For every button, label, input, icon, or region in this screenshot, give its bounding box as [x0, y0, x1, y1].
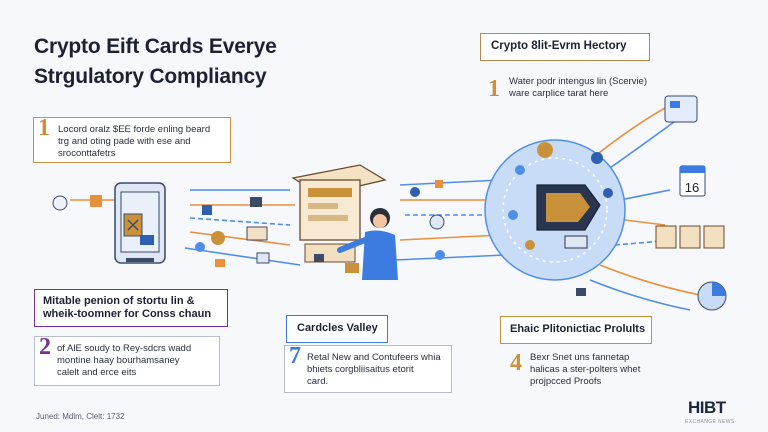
phone-illustration — [114, 182, 166, 264]
history-text: Water podr intengus lin (Scervie) ware c… — [509, 76, 647, 100]
step2-header-line-2: wheik-toomner for Conss chaun — [43, 308, 212, 320]
title-line-1: Crypto Eift Cards Everye — [34, 35, 277, 58]
step2-header: Mitable penion of stortu lin & wheik-too… — [43, 295, 211, 321]
cards-line-1: Retal New and Contufeers whia — [307, 352, 441, 363]
vault-circle — [484, 139, 626, 296]
proofs-header: Ehaic Plitonictiac Prolults — [510, 323, 646, 335]
proofs-number: 4 — [510, 350, 522, 376]
history-header-box: Crypto 8lit-Evrm Hectory — [480, 33, 650, 61]
step1-box: 1 Locord oralz $EE forde enling beard tr… — [33, 115, 231, 163]
left-small-icons — [52, 195, 270, 267]
footer-text: Juned: Mdlm, Clelt: 1732 — [36, 412, 125, 421]
cards-line-2: bhiets corgbliisaitus etorit — [307, 364, 414, 375]
proofs-header-box: Ehaic Plitonictiac Prolults — [500, 316, 652, 344]
cards-text: Retal New and Contufeers whia bhiets cor… — [307, 352, 441, 388]
page-title: Crypto Eift Cards Everye Strgulatory Com… — [34, 32, 277, 92]
history-line-1: Water podr intengus lin (Scervie) — [509, 76, 647, 87]
hibt-logo: HIBT — [688, 398, 726, 417]
step2-header-box: Mitable penion of stortu lin & wheik-too… — [34, 289, 228, 327]
step1-line-2: trg and oting pade with ese and — [58, 136, 191, 147]
history-header: Crypto 8lit-Evrm Hectory — [491, 40, 627, 52]
history-number: 1 — [488, 76, 500, 102]
cards-number: 7 — [289, 343, 301, 369]
step2-line-1: of AlE soudy to Rey-sdcrs wadd — [57, 343, 192, 354]
connector-lines-middle — [394, 179, 506, 261]
proofs-text: Bexr Snet uns fannetap halicas a ster-po… — [530, 352, 640, 388]
cards-header: Cardcles Valley — [297, 322, 378, 334]
proofs-line-1: Bexr Snet uns fannetap — [530, 352, 630, 363]
step1-text: Locord oralz $EE forde enling beard trg … — [58, 124, 210, 160]
step2-line-2: montine haay bourhamsaney — [57, 355, 180, 366]
step2-line-3: calelt and erce eits — [57, 367, 137, 378]
hibt-logo-subtitle: EXCHANGE NEWS — [685, 419, 735, 425]
person-illustration — [337, 208, 398, 280]
history-line-2: ware carplice tarat here — [509, 88, 609, 99]
right-icons: 16 — [655, 95, 727, 311]
title-line-2: Strgulatory Compliancy — [34, 65, 267, 88]
cards-header-box: Cardcles Valley — [286, 315, 388, 343]
step1-number: 1 — [38, 115, 50, 141]
step2-header-line-1: Mitable penion of stortu lin & — [43, 295, 195, 307]
step1-line-1: Locord oralz $EE forde enling beard — [58, 124, 211, 135]
step2-number: 2 — [39, 334, 51, 360]
cards-line-3: card. — [307, 376, 329, 387]
step1-line-3: sroconttafetrs — [58, 148, 116, 159]
calendar-day-text: 16 — [685, 180, 699, 195]
proofs-line-3: projpcced Proofs — [530, 376, 602, 387]
middle-small-icons — [314, 180, 445, 262]
cards-body-box: 7 Retal New and Contufeers whia bhiets c… — [284, 343, 452, 393]
step2-body-box: 2 of AlE soudy to Rey-sdcrs wadd montine… — [34, 334, 220, 386]
step2-text: of AlE soudy to Rey-sdcrs wadd montine h… — [57, 343, 191, 379]
proofs-line-2: halicas a ster-polters whet — [530, 364, 641, 375]
